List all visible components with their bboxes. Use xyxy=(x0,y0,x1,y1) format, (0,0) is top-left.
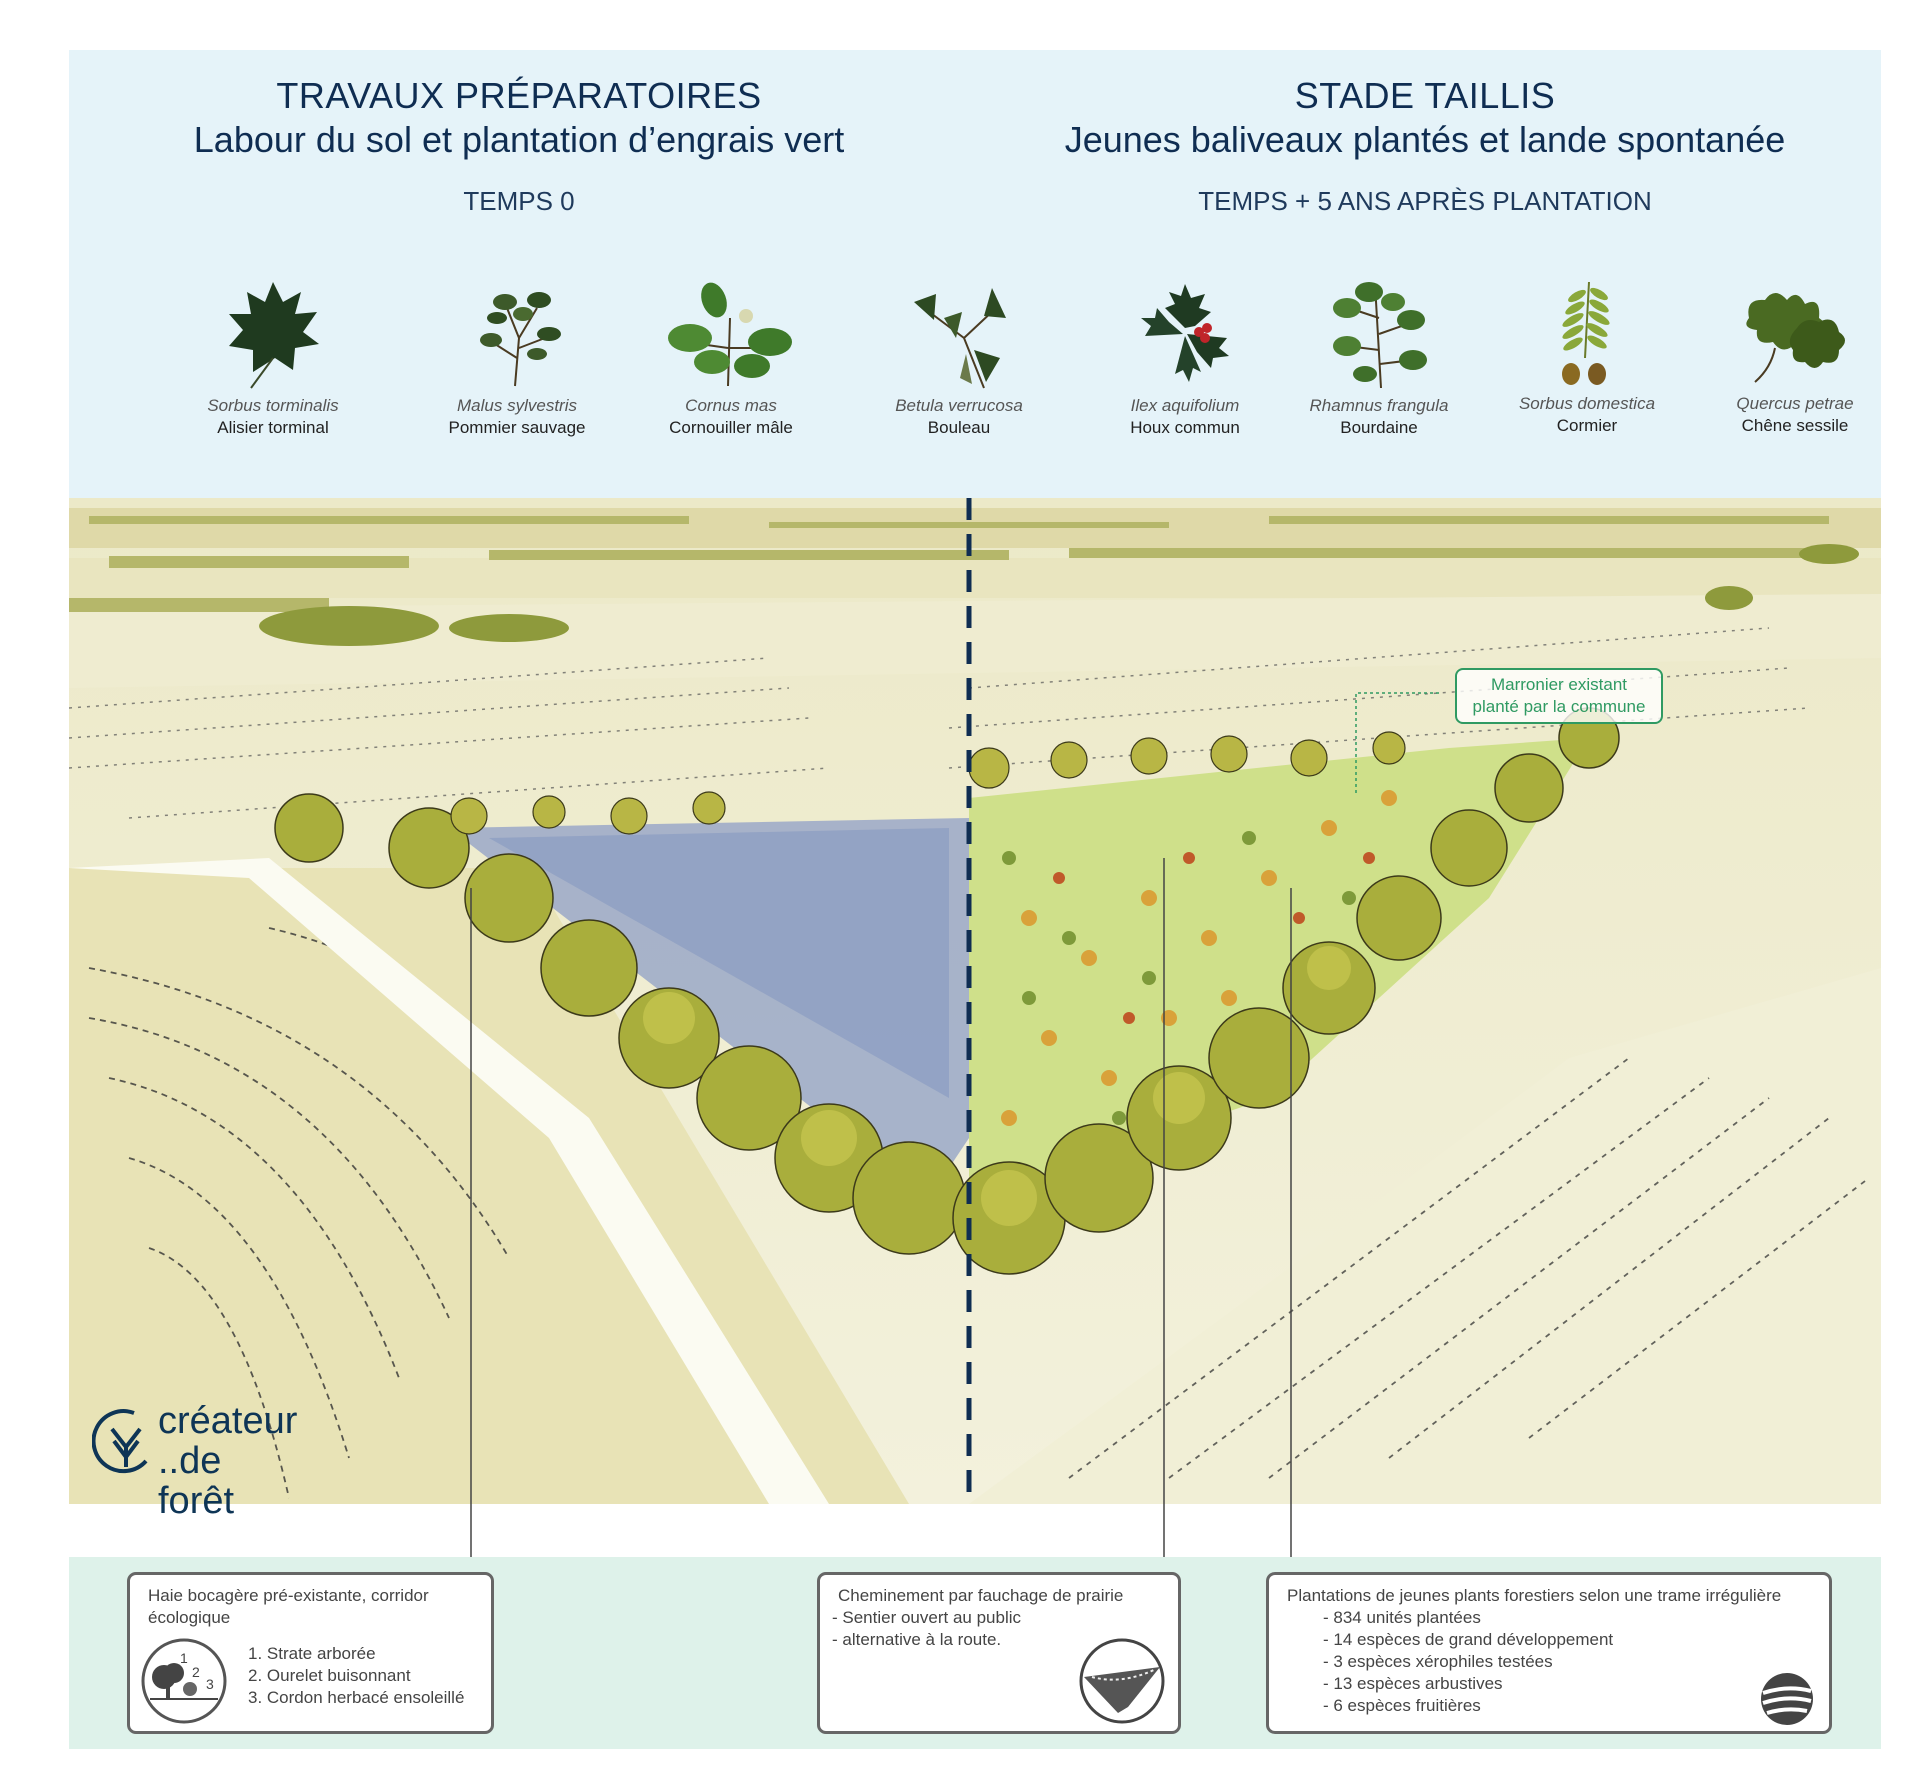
right-column-heading: STADE TAILLIS Jeunes baliveaux plantés e… xyxy=(969,74,1881,216)
callout-line-2: planté par la commune xyxy=(1472,697,1646,716)
species-item: Betula verrucosa Bouleau xyxy=(859,278,1059,438)
right-subtitle: Jeunes baliveaux plantés et lande sponta… xyxy=(1064,119,1786,160)
list-item: 1. Strate arborée xyxy=(248,1644,376,1663)
strata-number-1: 1 xyxy=(180,1650,188,1666)
species-latin-name: Quercus petrae xyxy=(1736,394,1854,413)
list-item: - 14 espèces de grand développement xyxy=(1323,1630,1614,1649)
left-subtitle: Labour du sol et plantation d’engrais ve… xyxy=(193,119,845,160)
strata-number-3: 3 xyxy=(206,1676,214,1692)
species-common-name: Bouleau xyxy=(927,418,991,437)
species-item: Quercus petrae Chêne sessile xyxy=(1695,278,1895,436)
left-title: TRAVAUX PRÉPARATOIRES xyxy=(276,75,762,116)
compound-leaf-icon xyxy=(1562,281,1610,385)
list-item: - Sentier ouvert au public xyxy=(832,1608,1021,1627)
species-item: Cornus mas Cornouiller mâle xyxy=(631,278,831,438)
list-item: - 834 unités plantées xyxy=(1323,1608,1481,1627)
species-common-name: Chêne sessile xyxy=(1741,416,1849,435)
irregular-grid-icon xyxy=(1761,1673,1813,1725)
species-item: Malus sylvestris Pommier sauvage xyxy=(417,278,617,438)
mowed-path-icon xyxy=(1079,1638,1165,1724)
left-time-label: TEMPS 0 xyxy=(463,186,575,216)
logo-text: créateur ..de forêt xyxy=(158,1401,297,1521)
list-item: 2. Ourelet buisonnant xyxy=(248,1666,411,1685)
list-item: - 6 espèces fruitières xyxy=(1323,1696,1481,1715)
list-item: 3. Cordon herbacé ensoleillé xyxy=(248,1688,465,1707)
species-latin-name: Malus sylvestris xyxy=(457,396,577,415)
holly-icon xyxy=(1141,284,1229,382)
cornus-branch-icon xyxy=(668,282,792,387)
path-box-heading: Cheminement par fauchage de prairie xyxy=(838,1586,1124,1605)
rhamnus-branch-icon xyxy=(1333,282,1427,389)
species-latin-name: Sorbus torminalis xyxy=(207,396,339,415)
species-common-name: Houx commun xyxy=(1130,418,1240,437)
path-info-box: Cheminement par fauchage de prairie - Se… xyxy=(817,1572,1181,1734)
oak-leaf-icon xyxy=(1746,293,1845,383)
species-item: Rhamnus frangula Bourdaine xyxy=(1279,278,1479,438)
species-latin-name: Sorbus domestica xyxy=(1518,394,1656,413)
species-item: Sorbus torminalis Alisier torminal xyxy=(173,278,373,438)
hedge-strata-icon: 1 2 3 xyxy=(141,1638,227,1724)
lobed-leaf-icon xyxy=(229,282,319,389)
right-title: STADE TAILLIS xyxy=(1294,75,1556,116)
species-latin-name: Betula verrucosa xyxy=(895,396,1023,415)
hedge-strata-list: 1. Strate arborée 2. Ourelet buisonnant … xyxy=(248,1643,464,1709)
species-common-name: Cormier xyxy=(1556,416,1618,435)
right-time-label: TEMPS + 5 ANS APRÈS PLANTATION xyxy=(1198,186,1652,216)
logo-line-1: créateur xyxy=(158,1400,298,1442)
birch-branch-icon xyxy=(914,288,1006,389)
landscape-illustration xyxy=(68,498,1881,1504)
species-common-name: Bourdaine xyxy=(1340,418,1418,437)
list-item: - 3 espèces xérophiles testées xyxy=(1323,1652,1553,1671)
species-latin-name: Rhamnus frangula xyxy=(1309,396,1449,415)
plantations-details-list: - 834 unités plantées - 14 espèces de gr… xyxy=(1269,1607,1829,1717)
plantations-box-heading: Plantations de jeunes plants forestiers … xyxy=(1287,1586,1782,1605)
createur-de-foret-logo: créateur ..de forêt xyxy=(91,1401,297,1521)
logo-line-2: ..de forêt xyxy=(158,1440,235,1522)
species-common-name: Pommier sauvage xyxy=(448,418,586,437)
callout-line-1: Marronier existant xyxy=(1490,675,1628,694)
species-common-name: Alisier torminal xyxy=(217,418,329,437)
plantations-info-box: Plantations de jeunes plants forestiers … xyxy=(1266,1572,1832,1734)
path-details-list: - Sentier ouvert au public - alternative… xyxy=(820,1607,1178,1651)
apple-branch-icon xyxy=(480,292,561,387)
species-latin-name: Ilex aquifolium xyxy=(1130,396,1240,415)
species-item: Ilex aquifolium Houx commun xyxy=(1085,278,1285,438)
species-common-name: Cornouiller mâle xyxy=(669,418,793,437)
header-band: TRAVAUX PRÉPARATOIRES Labour du sol et p… xyxy=(69,50,1881,498)
left-column-heading: TRAVAUX PRÉPARATOIRES Labour du sol et p… xyxy=(69,74,969,216)
list-item: - 13 espèces arbustives xyxy=(1323,1674,1503,1693)
species-latin-name: Cornus mas xyxy=(685,396,777,415)
hedge-info-box: Haie bocagère pré-existante, corridor éc… xyxy=(127,1572,494,1734)
strata-number-2: 2 xyxy=(192,1664,200,1680)
hedge-box-heading-2: écologique xyxy=(148,1608,231,1627)
chestnut-tree-callout: Marronier existant planté par la commune xyxy=(1455,668,1663,724)
species-item: Sorbus domestica Cormier xyxy=(1487,278,1687,436)
logo-mark-icon xyxy=(91,1409,148,1474)
hedge-box-heading-1: Haie bocagère pré-existante, corridor xyxy=(148,1586,429,1605)
aerial-landscape-drawing xyxy=(68,498,1881,1504)
list-item: - alternative à la route. xyxy=(832,1630,1002,1649)
